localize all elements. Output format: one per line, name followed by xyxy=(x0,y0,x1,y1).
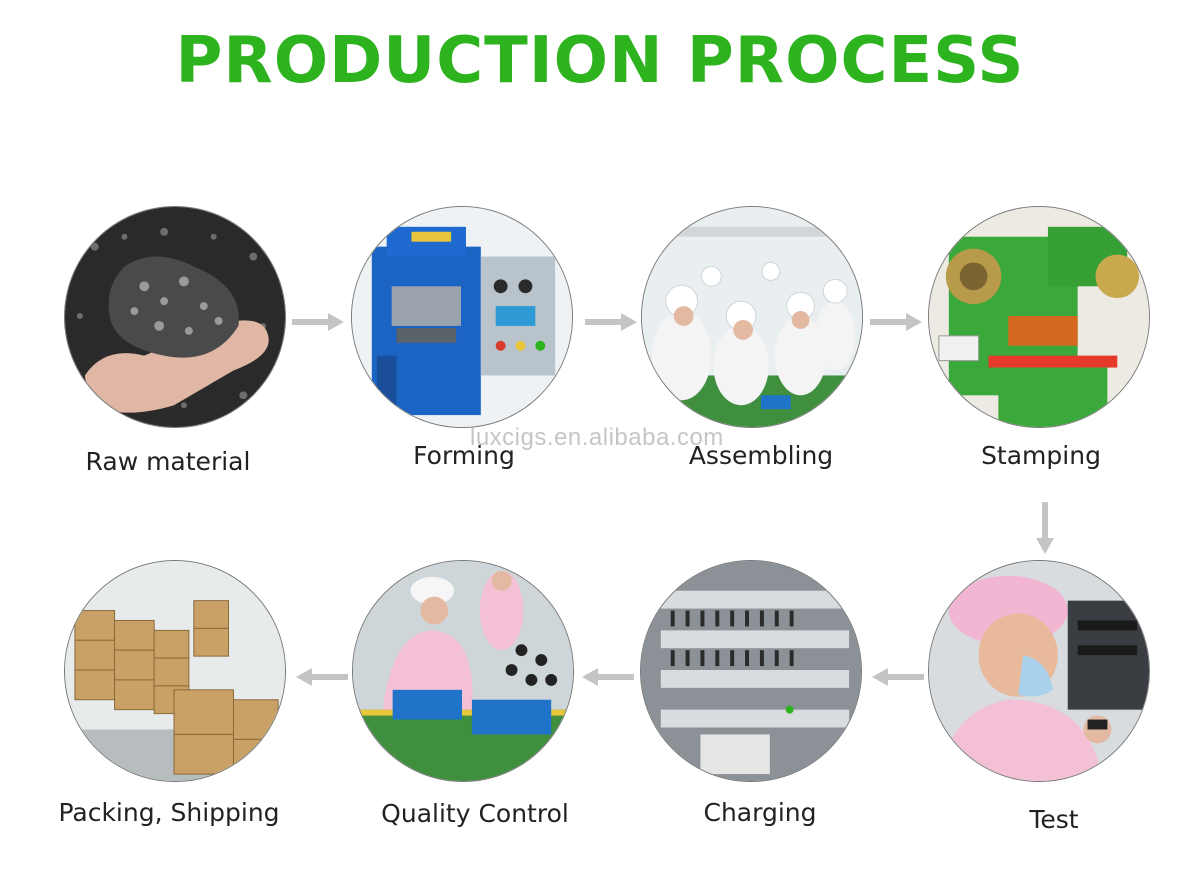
arrow-down-icon xyxy=(1036,502,1054,554)
stamping-image xyxy=(928,206,1150,428)
charging-image xyxy=(640,560,862,782)
packing-shipping-image xyxy=(64,560,286,782)
arrow-left-icon xyxy=(296,668,348,686)
step-label-packing-shipping: Packing, Shipping xyxy=(58,798,280,827)
step-label-charging: Charging xyxy=(703,798,817,827)
page-title: PRODUCTION PROCESS xyxy=(175,24,1025,98)
step-label-raw-material: Raw material xyxy=(85,447,251,476)
step-label-test: Test xyxy=(1029,805,1079,834)
arrow-left-icon xyxy=(872,668,924,686)
step-label-quality-control: Quality Control xyxy=(381,799,569,828)
raw-material-image xyxy=(64,206,286,428)
arrow-right-icon xyxy=(585,313,637,331)
step-label-stamping: Stamping xyxy=(981,441,1101,470)
forming-image xyxy=(351,206,573,428)
quality-control-image xyxy=(352,560,574,782)
watermark: luxcigs.en.alibaba.com xyxy=(470,424,724,451)
arrow-left-icon xyxy=(582,668,634,686)
test-image xyxy=(928,560,1150,782)
arrow-right-icon xyxy=(292,313,344,331)
assembling-image xyxy=(641,206,863,428)
step-label-assembling: Assembling xyxy=(688,441,834,470)
step-label-forming: Forming xyxy=(413,441,515,470)
arrow-right-icon xyxy=(870,313,922,331)
